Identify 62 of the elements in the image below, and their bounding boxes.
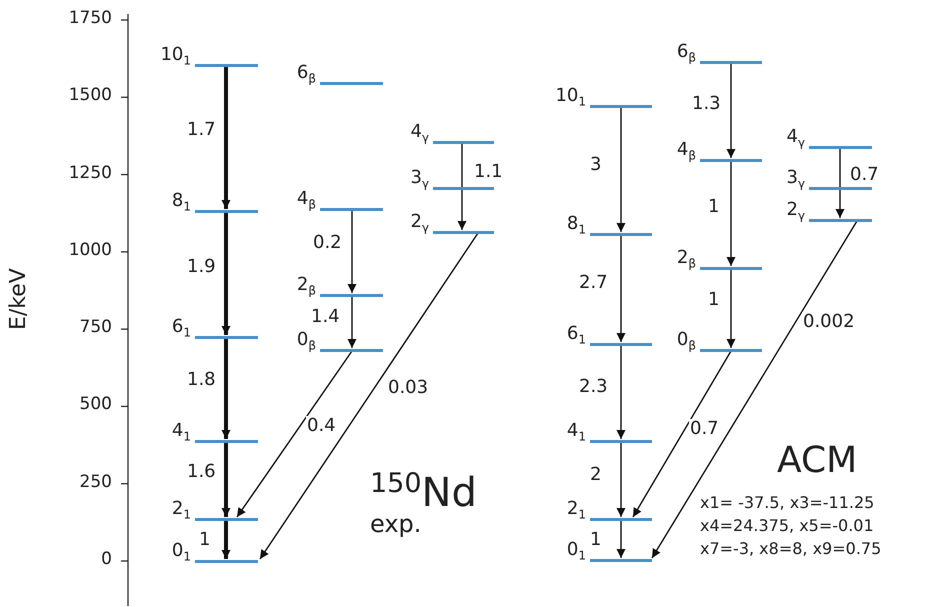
parameter-text: x7=-3, x8=8, x9=0.75 — [700, 541, 882, 557]
transition-arrow — [222, 442, 230, 517]
transition-arrow — [616, 442, 626, 517]
transition-arrow — [726, 63, 736, 158]
transition-arrow — [222, 338, 230, 439]
tick-label: 1750 — [68, 10, 112, 27]
level-label: 3$_{γ}$ — [409, 168, 429, 193]
level-label: 2$_{γ}$ — [785, 200, 805, 225]
transition-arrow — [259, 232, 479, 560]
tick-label: 1500 — [68, 87, 112, 104]
data-source-label: exp. — [370, 512, 422, 536]
level-label: 0$_{β}$ — [296, 330, 316, 355]
transition-arrow — [616, 345, 626, 439]
tick-label: 1000 — [68, 242, 112, 259]
transition-arrow — [348, 210, 356, 293]
transition-arrow — [348, 296, 356, 348]
transition-arrow — [836, 148, 844, 218]
level-label: 2$_{β}$ — [676, 248, 696, 273]
level-label: 0$_{1}$ — [170, 541, 191, 566]
axis-title: E/keV — [8, 268, 30, 330]
level-label: 6$_{1}$ — [566, 324, 586, 349]
transition-arrow — [616, 235, 626, 342]
parameter-text: x1= -37.5, x3=-11.25 — [700, 495, 874, 511]
nucleus-label: $^{150}$Nd — [370, 470, 477, 513]
level-label: 8$_{1}$ — [566, 214, 586, 239]
parameter-text: x4=24.375, x5=-0.01 — [700, 518, 874, 534]
level-label: 4$_{1}$ — [566, 421, 586, 446]
transition-arrow — [458, 143, 466, 230]
level-label: 6$_{β}$ — [676, 42, 696, 67]
transition-arrow — [222, 212, 230, 335]
level-label: 2$_{1}$ — [170, 499, 191, 524]
level-label: 2$_{β}$ — [296, 275, 316, 300]
transition-arrow — [222, 520, 230, 559]
model-label: ACM — [777, 443, 858, 479]
level-label: 4$_{β}$ — [296, 189, 316, 214]
level-label: 2$_{1}$ — [566, 499, 586, 524]
level-label: 4$_{β}$ — [676, 140, 696, 165]
tick-label: 250 — [78, 474, 112, 491]
transition-arrow — [616, 107, 626, 232]
level-label: 0$_{β}$ — [676, 330, 696, 355]
level-label: 6$_{1}$ — [170, 317, 191, 342]
level-label: 0$_{1}$ — [566, 540, 586, 565]
transition-arrow — [616, 520, 626, 558]
transition-arrow — [726, 161, 736, 266]
transition-arrow — [651, 220, 858, 558]
level-label: 4$_{1}$ — [170, 421, 191, 446]
tick-label: 1250 — [68, 165, 112, 182]
level-label: 10$_{1}$ — [159, 45, 191, 70]
transition-arrow — [726, 269, 736, 348]
level-label: 4$_{γ}$ — [785, 127, 805, 152]
level-label: 10$_{1}$ — [554, 86, 586, 111]
transition-arrow — [236, 350, 353, 518]
tick-label: 500 — [78, 396, 112, 413]
tick-label: 0 — [100, 551, 112, 568]
transition-arrow — [632, 350, 732, 518]
level-label: 2$_{γ}$ — [409, 212, 429, 237]
transition-arrow — [222, 66, 230, 209]
level-label: 3$_{γ}$ — [785, 168, 805, 193]
level-label: 6$_{β}$ — [296, 63, 316, 88]
level-label: 4$_{γ}$ — [409, 122, 429, 147]
tick-label: 750 — [78, 319, 112, 336]
level-label: 8$_{1}$ — [170, 191, 191, 216]
